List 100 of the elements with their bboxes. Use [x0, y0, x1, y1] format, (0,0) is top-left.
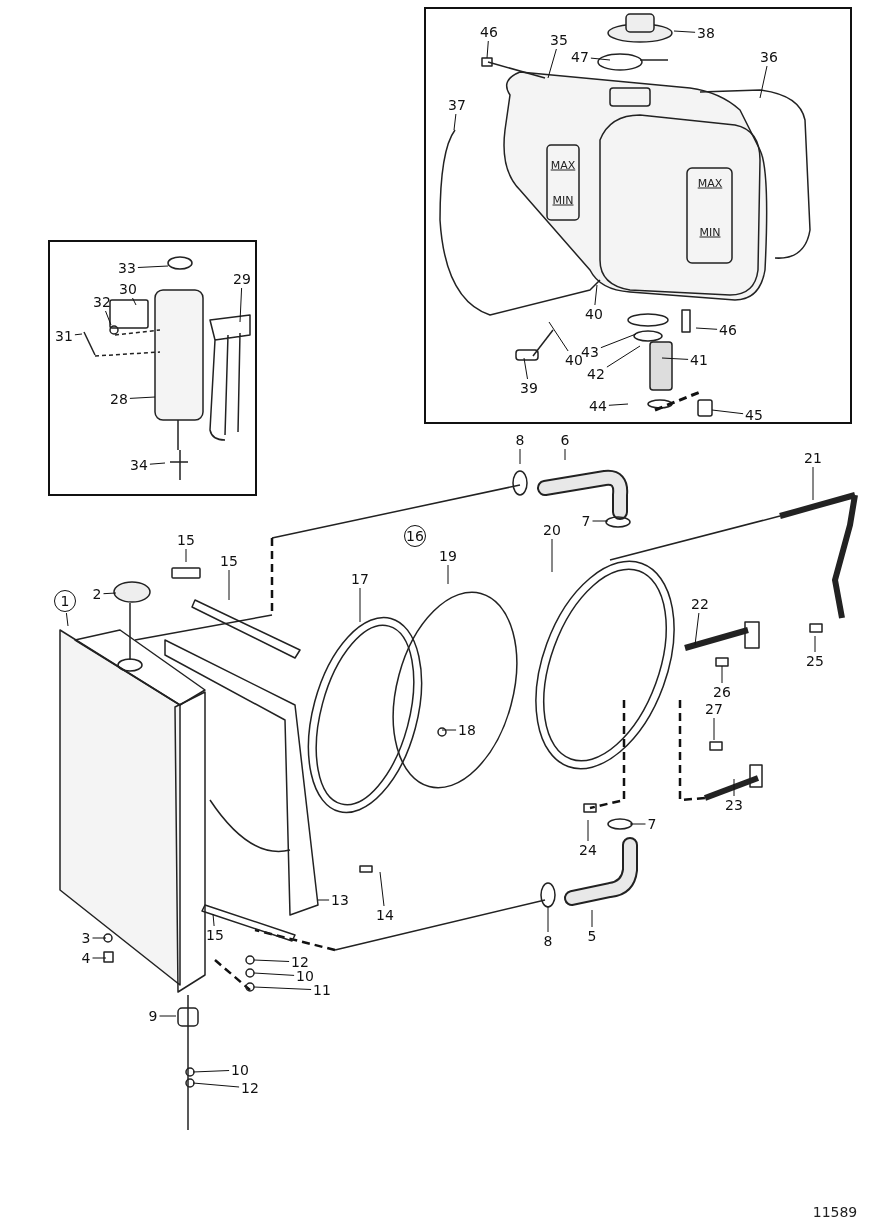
- leader-line: [253, 986, 312, 990]
- callout-number: 15: [205, 927, 225, 943]
- callout-number: 18: [457, 722, 477, 738]
- leader-line: [379, 871, 385, 907]
- leader-line: [548, 321, 569, 352]
- inset-frame: [424, 7, 852, 424]
- leader-line: [228, 569, 230, 601]
- callout-number: 46: [718, 322, 738, 338]
- callout-number: 45: [744, 407, 764, 423]
- leader-line: [105, 310, 112, 326]
- leader-line: [733, 778, 735, 797]
- leader-line: [695, 327, 718, 330]
- leader-line: [600, 333, 637, 349]
- callout-number: 11: [312, 982, 332, 998]
- callout-number: 8: [542, 933, 554, 949]
- callout-number: 7: [580, 513, 592, 529]
- leader-line: [590, 57, 611, 61]
- callout-number: 29: [232, 271, 252, 287]
- leader-line: [192, 1070, 230, 1073]
- leader-line: [253, 959, 290, 962]
- callout-number: 46: [479, 24, 499, 40]
- callout-number: 12: [290, 954, 310, 970]
- callout-number: 30: [118, 281, 138, 297]
- leader-line: [486, 40, 489, 59]
- callout-number: 15: [176, 532, 196, 548]
- leader-line: [441, 729, 457, 731]
- callout-number: 22: [690, 596, 710, 612]
- callout-number: 35: [549, 32, 569, 48]
- callout-number: 31: [54, 328, 74, 344]
- leader-line: [185, 548, 187, 563]
- callout-number: 14: [375, 907, 395, 923]
- leader-line: [661, 357, 689, 360]
- callout-number: 26: [712, 684, 732, 700]
- leader-line: [159, 1015, 177, 1017]
- callout-number: 36: [759, 49, 779, 65]
- leader-line: [592, 520, 609, 522]
- leader-line: [547, 48, 557, 79]
- leader-line: [92, 957, 107, 959]
- level-mark: MIN: [552, 193, 574, 207]
- leader-line: [814, 635, 816, 653]
- leader-line: [629, 823, 646, 825]
- callout-number: 2: [91, 586, 103, 602]
- leader-line: [519, 448, 521, 465]
- leader-line: [694, 612, 700, 646]
- callout-number: 8: [514, 432, 526, 448]
- leader-line: [92, 937, 107, 939]
- level-mark: MAX: [550, 158, 576, 172]
- callout-number: 23: [724, 797, 744, 813]
- leader-line: [253, 972, 295, 976]
- callout-number: 20: [542, 522, 562, 538]
- callout-number: 12: [240, 1080, 260, 1096]
- leader-line: [453, 113, 457, 131]
- leader-line: [132, 297, 137, 306]
- callout-number: 37: [447, 97, 467, 113]
- leader-line: [547, 905, 549, 933]
- callout-number: 34: [129, 457, 149, 473]
- callout-number: 44: [588, 398, 608, 414]
- leader-line: [673, 30, 696, 33]
- leader-line: [564, 448, 566, 461]
- level-mark: MAX: [697, 176, 723, 190]
- callout-number: 38: [696, 25, 716, 41]
- leader-line: [129, 396, 156, 399]
- callout-number: 24: [578, 842, 598, 858]
- leader-line: [713, 717, 715, 741]
- callout-number: 41: [689, 352, 709, 368]
- level-mark: MIN: [699, 225, 721, 239]
- callout-number: 7: [646, 816, 658, 832]
- callout-number: 3: [80, 930, 92, 946]
- callout-number: 28: [109, 391, 129, 407]
- callout-number: 5: [586, 928, 598, 944]
- callout-number: 15: [219, 553, 239, 569]
- callout-number: 42: [586, 366, 606, 382]
- callout-number: 39: [519, 380, 539, 396]
- leader-line: [65, 612, 69, 627]
- leader-line: [239, 287, 243, 323]
- leader-line: [137, 265, 169, 268]
- callout-number: 6: [559, 432, 571, 448]
- leader-line: [608, 403, 629, 406]
- leader-line: [192, 1082, 240, 1088]
- callout-number: 19: [438, 548, 458, 564]
- callout-number: 4: [80, 950, 92, 966]
- leader-line: [523, 357, 528, 380]
- callout-number: 25: [805, 653, 825, 669]
- callout-number: 32: [92, 294, 112, 310]
- leader-line: [606, 345, 641, 368]
- callout-number: 21: [803, 450, 823, 466]
- leader-line: [103, 592, 117, 595]
- leader-line: [594, 284, 598, 306]
- leader-line: [74, 333, 83, 336]
- leader-line: [149, 462, 166, 465]
- callout-number: 9: [147, 1008, 159, 1024]
- leader-line: [212, 913, 215, 927]
- inset-frame: [48, 240, 257, 496]
- leader-line: [551, 538, 553, 573]
- leader-line: [759, 65, 768, 99]
- leader-line: [447, 564, 449, 585]
- leader-line: [587, 819, 589, 842]
- callout-number: 27: [704, 701, 724, 717]
- leader-line: [812, 466, 814, 501]
- leader-line: [359, 587, 361, 623]
